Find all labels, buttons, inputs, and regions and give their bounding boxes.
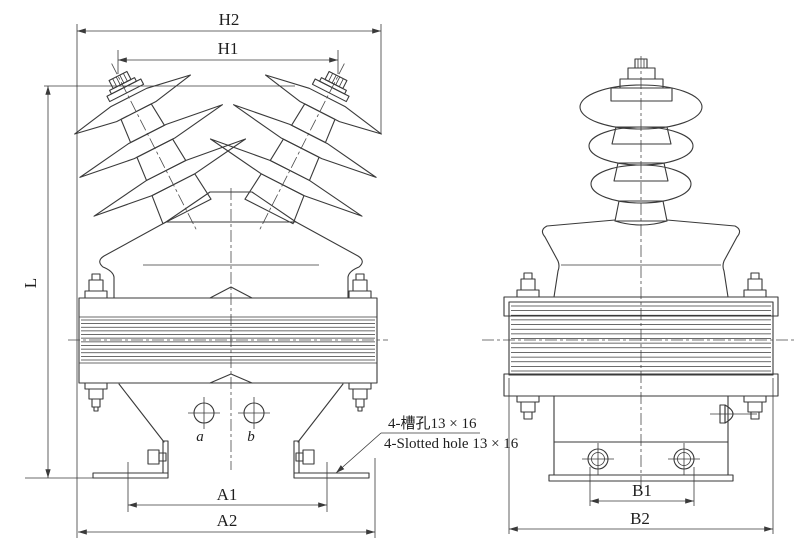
secondary-terminal-b	[238, 397, 270, 429]
dimension-h1: H1	[117, 39, 339, 74]
dimension-a1: A1	[127, 462, 328, 512]
h1-label: H1	[218, 39, 239, 58]
side-view	[482, 56, 796, 486]
top-plate-center-mark	[209, 286, 253, 299]
tank-side	[482, 296, 796, 397]
foot-bolt-left	[147, 449, 167, 465]
foot-flange-left	[92, 472, 169, 479]
annotation-en: 4-Slotted hole 13 × 16	[384, 436, 519, 452]
dimension-b1: B1	[589, 467, 695, 506]
shed-1	[579, 84, 703, 130]
shed-3	[590, 164, 692, 204]
cooling-fins-side	[511, 305, 771, 372]
terminal-a-label: a	[196, 429, 204, 445]
clamp-bolt-bottom-left	[84, 382, 108, 412]
b2-label: B2	[630, 509, 650, 528]
b1-label: B1	[632, 481, 652, 500]
dimension-a2: A2	[78, 458, 376, 538]
l-label: L	[21, 278, 40, 288]
clamp-bolt-top-left	[84, 273, 108, 299]
front-view: a b	[35, 24, 421, 479]
annotation-zh: 4-槽孔13 × 16	[388, 415, 477, 432]
terminal-b-label: b	[247, 429, 255, 445]
resin-bell-front	[99, 221, 363, 299]
secondary-terminal-a	[188, 397, 220, 429]
cooling-fins-front	[81, 319, 375, 361]
bottom-plate-center-mark	[209, 373, 253, 384]
side-bolt-top-right	[743, 272, 767, 298]
resin-bell-side	[541, 219, 741, 298]
mounting-base-front	[92, 383, 370, 479]
dimension-h2: H2	[76, 10, 382, 538]
clamp-plate-top	[503, 296, 779, 317]
side-bolt-bottom-left	[516, 395, 540, 420]
a2-label: A2	[217, 511, 238, 530]
side-bolt-top-left	[516, 272, 540, 298]
dimension-b2: B2	[508, 378, 774, 534]
base-box-side	[548, 395, 734, 482]
h2-label: H2	[219, 10, 240, 29]
clamp-bolt-bottom-right	[348, 382, 372, 412]
insulator-right	[183, 24, 421, 269]
dimension-l: L	[21, 85, 295, 479]
ground-bolt	[710, 404, 757, 424]
insulator-side	[579, 58, 703, 226]
clamp-bolt-top-right	[348, 273, 372, 299]
base-hole-right	[668, 443, 700, 475]
foot-bolt-right	[295, 449, 315, 465]
base-hole-left	[582, 443, 614, 475]
a1-label: A1	[217, 485, 238, 504]
fin-block-side	[508, 301, 774, 376]
clamp-plate-bottom	[503, 373, 779, 397]
slotted-hole-annotation: 4-槽孔13 × 16 4-Slotted hole 13 × 16	[335, 415, 519, 474]
side-bolt-bottom-right	[743, 395, 767, 420]
annotation-leader-line	[335, 432, 382, 474]
tank-front	[68, 286, 388, 384]
foot-flange-right	[293, 472, 370, 479]
insulator-left	[35, 24, 273, 269]
